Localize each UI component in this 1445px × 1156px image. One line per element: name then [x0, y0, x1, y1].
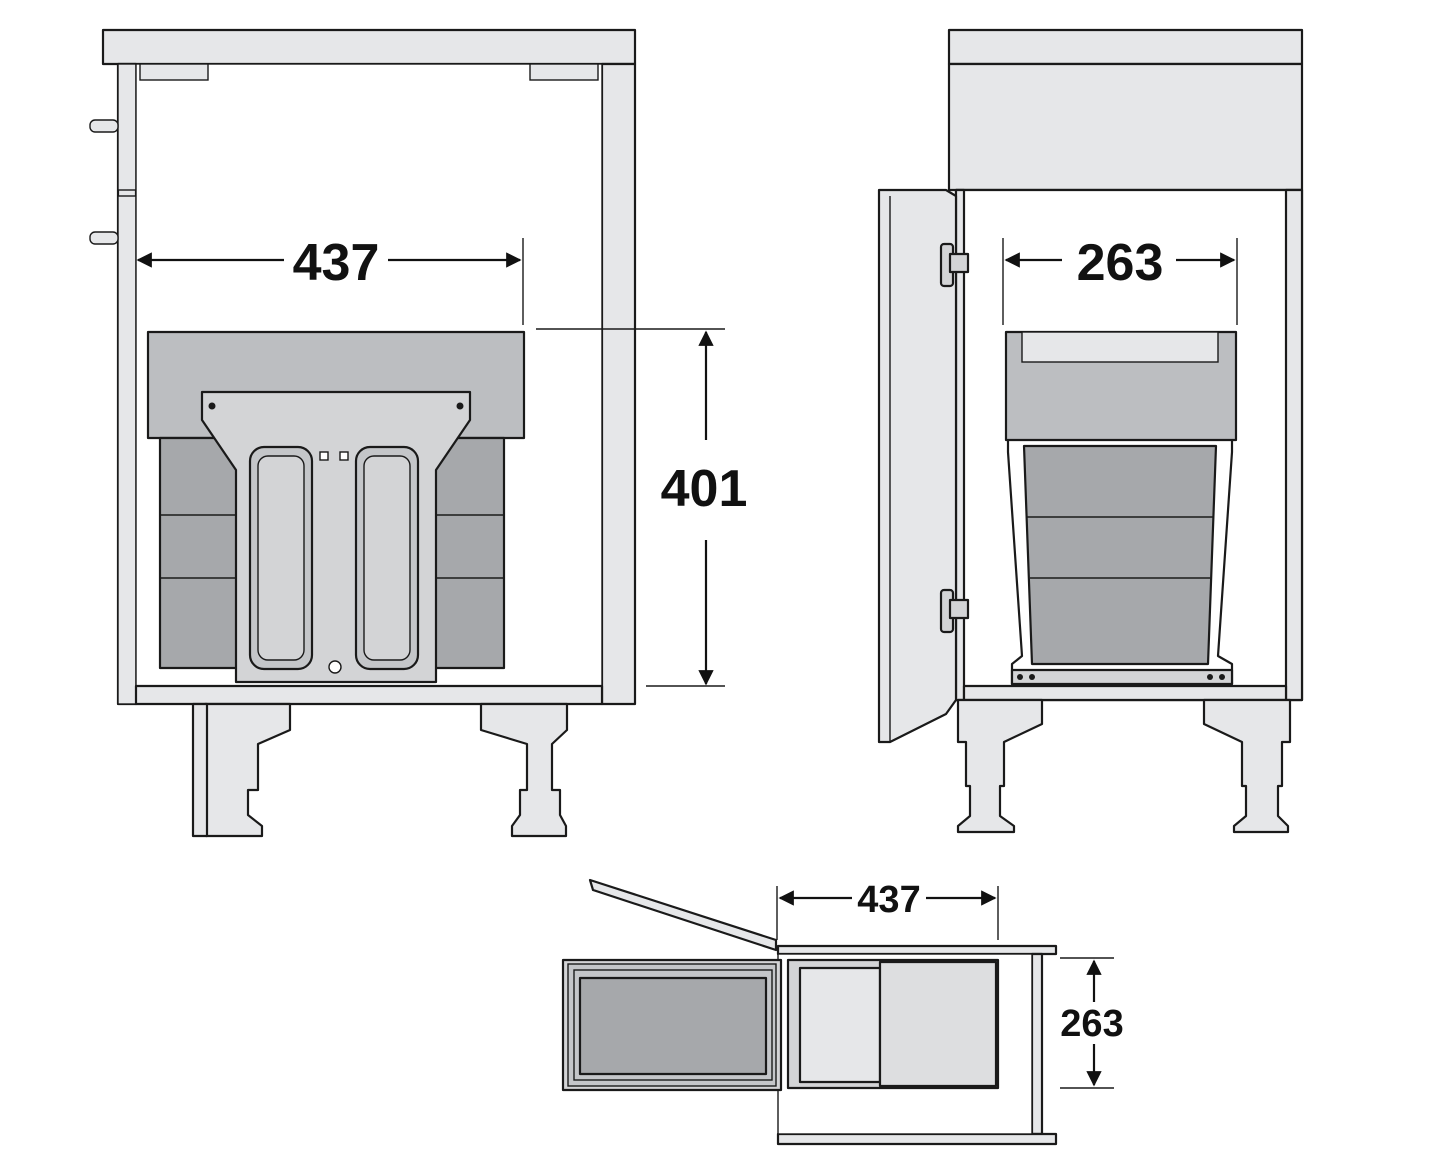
- top-view: 437 263: [561, 878, 1124, 1146]
- front-height-label: 401: [661, 460, 748, 518]
- front-view: 437 401: [89, 28, 748, 838]
- top-open-lid: [588, 878, 778, 952]
- front-bin-right: [430, 436, 506, 670]
- side-bottom-shelf: [962, 684, 1288, 702]
- front-bottom-shelf: [134, 684, 604, 706]
- front-bracket-right: [529, 63, 599, 81]
- front-bracket-left: [139, 63, 209, 81]
- side-top-drawer: [947, 62, 1304, 192]
- front-leg-right: [479, 702, 569, 838]
- side-bin-body: [1022, 444, 1218, 666]
- side-bin-base: [1010, 668, 1234, 686]
- top-cabinet-side: [1030, 952, 1044, 1136]
- front-right-panel: [600, 62, 637, 706]
- side-leg-left: [956, 698, 1044, 834]
- top-bin-left: [578, 976, 768, 1076]
- top-width-label: 437: [857, 879, 920, 921]
- front-bin-door-panel: [200, 390, 472, 684]
- top-cabinet-bottom-edge: [776, 1132, 1058, 1146]
- front-left-drawer-face: [117, 63, 137, 191]
- front-bin-left: [158, 436, 242, 670]
- side-back-panel: [1284, 188, 1304, 702]
- side-leg-right: [1202, 698, 1292, 834]
- front-knob-upper: [89, 119, 119, 133]
- front-left-drawer-face-2: [117, 195, 137, 705]
- side-countertop: [947, 28, 1304, 66]
- top-bin-compartment-a: [798, 966, 882, 1084]
- top-depth-label: 263: [1060, 1003, 1123, 1045]
- front-countertop: [101, 28, 637, 66]
- front-leg-left: [203, 702, 292, 838]
- side-depth-label: 263: [1077, 234, 1164, 292]
- top-bin-compartment-b: [878, 960, 998, 1088]
- side-open-door: [877, 188, 958, 744]
- side-view: 263: [877, 28, 1304, 834]
- front-width-label: 437: [293, 234, 380, 292]
- top-cabinet-top-edge: [776, 944, 1058, 956]
- front-knob-lower: [89, 231, 119, 245]
